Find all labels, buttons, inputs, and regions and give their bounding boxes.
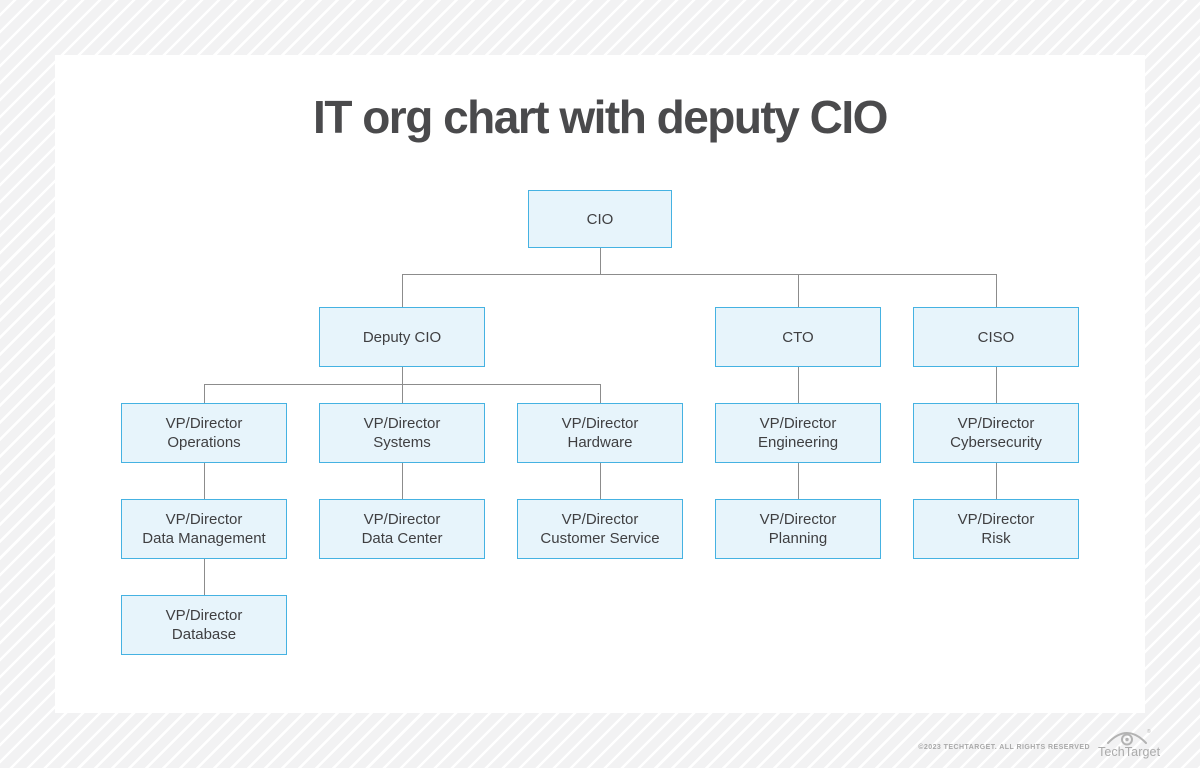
org-node-label: CISO [977,328,1015,346]
techtarget-eye-icon: ® [1107,728,1151,746]
org-node-label: VP/Director [561,415,639,432]
org-node-label: CTO [782,328,814,346]
org-node-label: CIO [586,210,614,228]
org-node-vp-planning: VP/Director Planning [715,499,881,559]
connector-datamgmt-database [204,559,205,595]
connector-engineering-planning [798,463,799,499]
org-node-label: VP/Director [165,607,243,624]
page-title: IT org chart with deputy CIO [313,91,888,143]
connector-hardware-drop [600,384,601,403]
org-node-deputy-cio: Deputy CIO [319,307,485,367]
org-node-label: Deputy CIO [362,328,442,346]
org-node-vp-data-center: VP/Director Data Center [319,499,485,559]
org-node-label: VP/Director [561,511,639,528]
connector-operations-drop [204,384,205,403]
org-node-label: Database [171,626,237,643]
org-node-label: Planning [768,530,828,547]
org-node-vp-database: VP/Director Database [121,595,287,655]
org-node-label: VP/Director [759,415,837,432]
org-node-label: Systems [373,434,431,451]
org-node-label: Cybersecurity [950,434,1042,451]
org-node-cio: CIO [528,190,672,248]
org-node-label: Data Management [142,530,266,547]
techtarget-wordmark: TechTarget [1098,745,1161,759]
connector-systems-datacenter [402,463,403,499]
connector-operations-datamgmt [204,463,205,499]
connector-hardware-custservice [600,463,601,499]
connector-level2-rail [402,274,997,275]
org-node-label: VP/Director [957,511,1035,528]
connector-cio-down [600,248,601,274]
org-node-ciso: CISO [913,307,1079,367]
registered-mark: ® [1147,728,1151,735]
org-node-vp-systems: VP/Director Systems [319,403,485,463]
org-node-label: VP/Director [957,415,1035,432]
org-node-label: VP/Director [363,415,441,432]
techtarget-logo: ® TechTarget [1098,728,1161,759]
org-node-label: VP/Director [165,415,243,432]
org-node-label: VP/Director [165,511,243,528]
org-node-vp-data-management: VP/Director Data Management [121,499,287,559]
org-node-vp-engineering: VP/Director Engineering [715,403,881,463]
org-node-label: Data Center [361,530,443,547]
connector-cto-engineering [798,367,799,403]
connector-deputy-cio-drop [402,274,403,307]
org-node-vp-cybersecurity: VP/Director Cybersecurity [913,403,1079,463]
org-node-vp-hardware: VP/Director Hardware [517,403,683,463]
org-node-vp-risk: VP/Director Risk [913,499,1079,559]
org-node-vp-customer-service: VP/Director Customer Service [517,499,683,559]
connector-cto-drop [798,274,799,307]
connector-systems-drop [402,384,403,403]
copyright-text: ©2023 TECHTARGET. ALL RIGHTS RESERVED [918,744,1090,751]
org-node-label: Operations [167,434,241,451]
connector-deputy-down [402,367,403,384]
org-node-label: Customer Service [540,530,660,547]
connector-ciso-drop [996,274,997,307]
org-node-label: Risk [981,530,1011,547]
org-node-label: Hardware [567,434,633,451]
org-node-vp-operations: VP/Director Operations [121,403,287,463]
org-node-label: VP/Director [759,511,837,528]
org-node-label: Engineering [757,434,839,451]
org-node-cto: CTO [715,307,881,367]
connector-cybersecurity-risk [996,463,997,499]
org-node-label: VP/Director [363,511,441,528]
connector-ciso-cybersecurity [996,367,997,403]
